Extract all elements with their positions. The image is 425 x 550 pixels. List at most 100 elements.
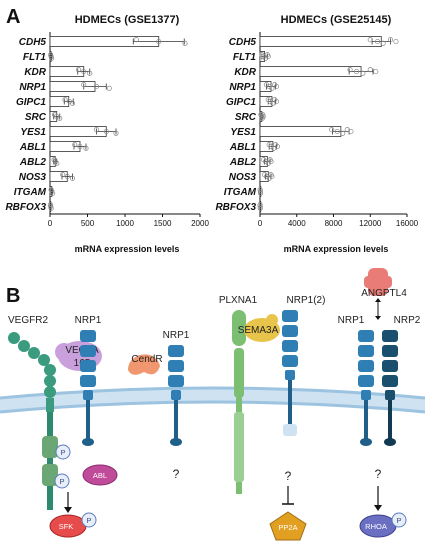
chart1-title: HDMECs (GSE1377)	[75, 14, 180, 26]
chart2-data-point	[387, 37, 394, 43]
nrp1-label-2: NRP1	[163, 330, 190, 341]
nrp1-label-3: NRP1	[338, 315, 365, 326]
chart1-category-label: KDR	[24, 67, 46, 78]
pp2a-label: PP2A	[278, 523, 297, 532]
nrp1-receptor-3: NRP1	[338, 315, 374, 446]
chart1-category-label: CDH5	[19, 37, 47, 48]
chart1-data-point	[182, 40, 188, 46]
chart2-xtick-label: 12000	[359, 219, 382, 228]
pp2a-node: PP2A	[269, 511, 307, 541]
chart2-data-point	[393, 38, 399, 45]
question-2: ?	[285, 469, 292, 483]
chart1-xtick-label: 0	[48, 219, 53, 228]
vegfr2-label: VEGFR2	[8, 315, 48, 326]
chart1-category-label: NOS3	[19, 172, 47, 183]
angptl4-ligand: ANGPTL4	[361, 268, 407, 320]
nrp1-receptor-2: NRP1	[163, 330, 190, 446]
chart2-data-point	[347, 67, 353, 73]
chart2-data-point	[367, 37, 373, 43]
chart1-xtick-label: 1000	[116, 219, 134, 228]
chart1-data-point	[93, 127, 100, 133]
panel-b-letter: B	[6, 285, 20, 307]
chart1-category-label: SRC	[25, 112, 47, 123]
chart1-data-point	[77, 143, 83, 150]
nrp1-receptor-1: NRP1	[75, 315, 102, 446]
chart1-category-label: YES1	[20, 127, 46, 138]
chart1-data-point	[87, 70, 93, 76]
chart2-category-label: RBFOX3	[215, 202, 256, 213]
chart2-data-point	[265, 53, 271, 60]
chart2-data-point	[268, 143, 274, 150]
chart2-data-point	[273, 83, 280, 90]
chart1-data-point	[64, 173, 70, 180]
chart2-xtick-label: 8000	[325, 219, 343, 228]
vegfr2-receptor: VEGFR2 P P	[8, 315, 71, 510]
chart2-data-point	[373, 68, 379, 75]
chart2-data-point	[334, 128, 340, 135]
chart1-category-label: RBFOX3	[5, 202, 46, 213]
chart2-xtick-label: 4000	[288, 219, 306, 228]
chart1-data-point	[81, 82, 87, 88]
chart1-category-label: FLT1	[23, 52, 47, 63]
abl-label: ABL	[93, 471, 107, 480]
chart2-data-point	[257, 187, 263, 193]
chart1-data-point	[81, 68, 87, 75]
chart2-data-point	[269, 173, 275, 180]
chart1-data-point	[69, 100, 76, 106]
chart1-category-label: GIPC1	[16, 97, 46, 108]
chart1-data-point	[50, 190, 56, 196]
chart2-data-point	[380, 40, 386, 46]
chart2-data-point	[274, 143, 281, 150]
chart1-data-point	[62, 97, 68, 103]
chart2-data-point	[257, 205, 263, 211]
chart2-data-point	[360, 70, 366, 76]
nrp1-label-1: NRP1	[75, 315, 102, 326]
chart1-category-label: ITGAM	[14, 187, 47, 198]
panel-a-letter: A	[6, 6, 20, 28]
chart1-xlabel: mRNA expression levels	[75, 244, 180, 254]
chart1-category-label: NRP1	[19, 82, 46, 93]
chart2-data-point	[267, 98, 273, 105]
plxna1-receptor: PLXNA1	[219, 295, 258, 494]
chart2-category-label: ABL2	[229, 157, 257, 168]
chart2-xtick-label: 0	[258, 219, 263, 228]
arrow-to-rhoa	[374, 486, 382, 511]
chart1-data-point	[103, 128, 109, 135]
chart1-data-point	[48, 205, 54, 211]
phospho-4-label: P	[396, 516, 401, 525]
chart2-data-point	[263, 82, 269, 88]
chart2-data-point	[263, 173, 269, 180]
inhibition-to-pp2a	[282, 486, 294, 505]
chart1-data-point	[47, 202, 53, 208]
chart2-data-point	[269, 85, 275, 91]
chart1-data-point	[69, 175, 76, 181]
chart2-data-point	[367, 67, 373, 73]
chart2-data-point	[340, 130, 346, 136]
nrp1-2-receptor: NRP1(2)	[282, 295, 325, 436]
sema3a-ligand: SEMA3A	[238, 314, 280, 342]
chart2-category-label: SRC	[235, 112, 257, 123]
chart2-category-label: YES1	[230, 127, 256, 138]
chart2-bar	[259, 36, 382, 47]
nrp2-label: NRP2	[394, 315, 421, 326]
chart1-data-point	[113, 130, 119, 136]
chart1-xtick-label: 500	[81, 219, 95, 228]
angptl4-label: ANGPTL4	[361, 288, 407, 299]
chart2-data-point	[262, 158, 269, 165]
nrp1-2-label: NRP1(2)	[287, 295, 326, 306]
rhoa-label: RHOA	[365, 522, 387, 531]
chart2-data-point	[273, 98, 280, 105]
phospho-1-label: P	[60, 448, 65, 457]
chart1-data-point	[83, 145, 89, 151]
chart2-data-point	[257, 188, 263, 195]
nrp2-receptor: NRP2	[382, 315, 421, 446]
chart1-data-point	[49, 55, 55, 61]
chart1-category-label: ABL2	[19, 157, 47, 168]
chart1-data-point	[57, 115, 63, 121]
question-3: ?	[375, 467, 382, 481]
chart1-data-point	[54, 160, 60, 166]
chart2-data-point	[258, 190, 264, 196]
chart2-bar	[259, 126, 342, 137]
